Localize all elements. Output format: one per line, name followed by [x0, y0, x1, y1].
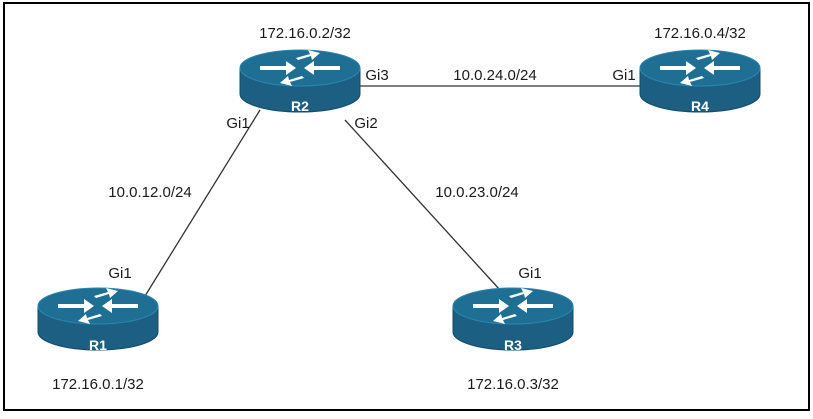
interface-label-r3-gi1: Gi1 — [518, 265, 541, 282]
router-r1[interactable]: R1 — [37, 287, 159, 353]
router-r3[interactable]: R3 — [452, 287, 574, 353]
loopback-label-r2: 172.16.0.2/32 — [259, 25, 351, 42]
router-r2[interactable]: R2 — [239, 49, 361, 114]
router-name: R1 — [89, 337, 107, 353]
diagram-border — [3, 2, 810, 411]
router-name: R3 — [504, 337, 522, 353]
loopback-label-r1: 172.16.0.1/32 — [52, 376, 144, 393]
router-r4[interactable]: R4 — [639, 49, 761, 114]
router-name: R2 — [291, 98, 309, 114]
loopback-label-r4: 172.16.0.4/32 — [654, 25, 746, 42]
interface-label-r1-gi1: Gi1 — [108, 265, 131, 282]
interface-label-r4-gi1: Gi1 — [612, 67, 635, 84]
interface-label-r2-gi3: Gi3 — [365, 67, 388, 84]
interface-label-r2-gi1: Gi1 — [226, 115, 249, 132]
links — [144, 85, 642, 297]
link-r1-r2 — [144, 109, 261, 297]
router-name: R4 — [691, 98, 709, 114]
link-r2-r3 — [344, 119, 501, 291]
loopback-label-r3: 172.16.0.3/32 — [467, 376, 559, 393]
interface-label-r2-gi2: Gi2 — [354, 115, 377, 132]
subnet-label-r2-r4: 10.0.24.0/24 — [453, 67, 536, 84]
subnet-label-r1-r2: 10.0.12.0/24 — [108, 184, 191, 201]
subnet-label-r2-r3: 10.0.23.0/24 — [435, 184, 518, 201]
